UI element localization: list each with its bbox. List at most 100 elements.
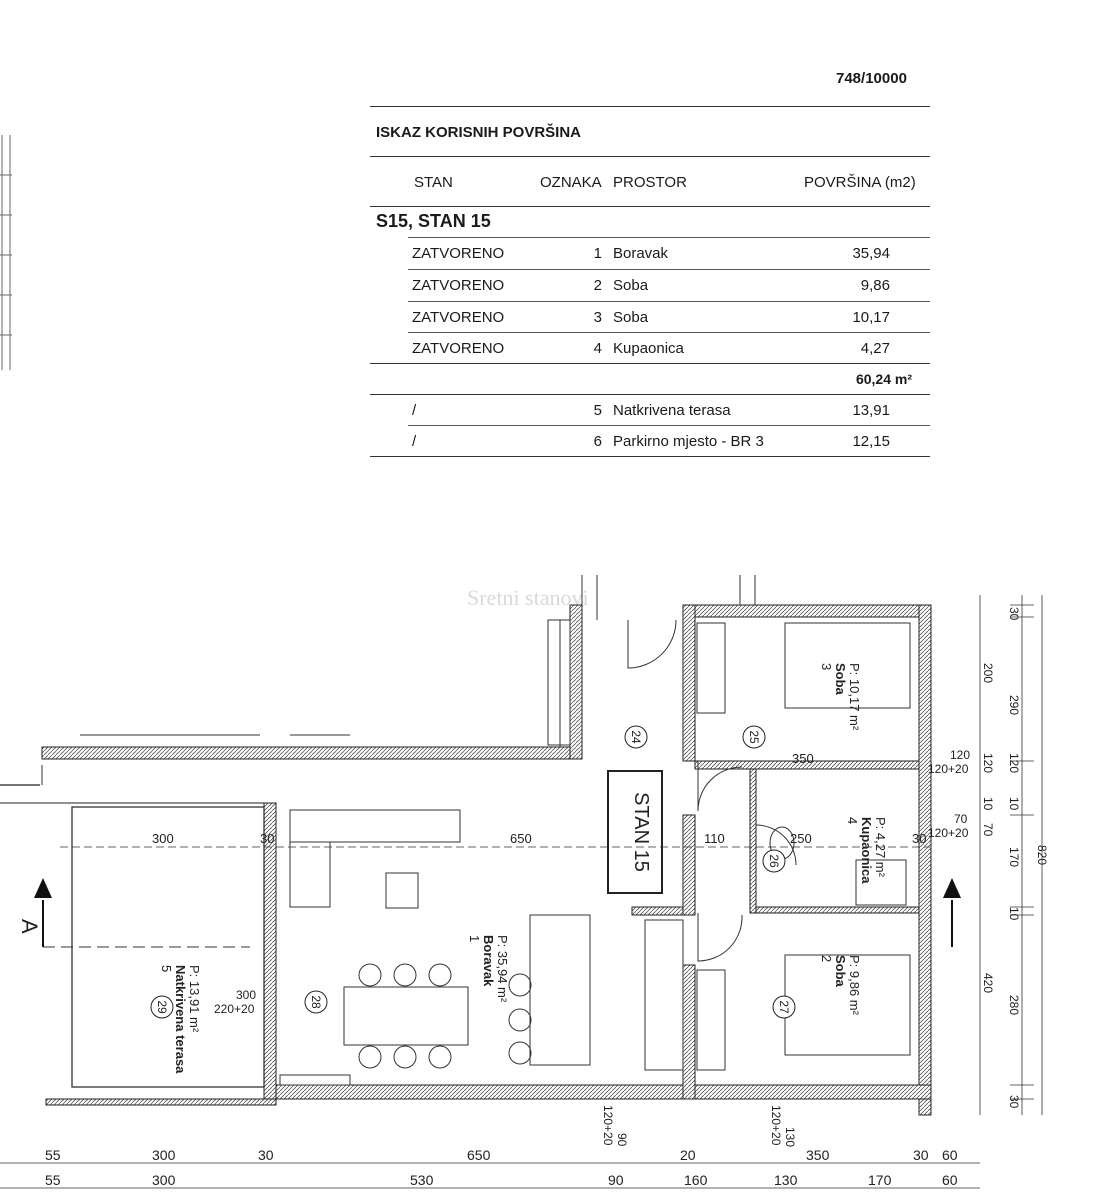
cell-prostor: Soba (613, 277, 649, 294)
right-dim: 120 (1007, 753, 1021, 773)
right-dim: 70 (981, 823, 995, 837)
side-scale-marks (0, 135, 14, 370)
hall-tag: 24 (629, 730, 643, 744)
room-tag: 26 (767, 854, 781, 868)
dim-bed: 350 (792, 751, 814, 766)
table-row: ZATVORENO 4 Kupaonica 4,27 (370, 333, 930, 364)
room-area: P: 35,94 m² (495, 935, 510, 1003)
room-tag: 25 (747, 730, 761, 744)
unit-label-box (607, 770, 663, 894)
cell-oznaka: 2 (593, 277, 602, 294)
table-row: ZATVORENO 1 Boravak 35,94 (370, 238, 930, 269)
right-dim: 30 (1007, 1095, 1021, 1109)
table-title: ISKAZ KORISNIH POVRŠINA (376, 124, 582, 141)
room-tag: 28 (309, 995, 323, 1009)
room-label-5: 5 Natkrivena terasa P: 13,91 m² (159, 965, 202, 1074)
dim-bath: 250 (790, 831, 812, 846)
room-number: 3 (819, 663, 834, 670)
cell-povrsina: 35,94 (852, 245, 890, 262)
dim-window: 300 (236, 988, 256, 1002)
cell-oznaka: 6 (593, 433, 602, 450)
dim-window-bottom: 130 (783, 1127, 797, 1147)
cell-povrsina: 10,17 (852, 309, 890, 326)
bottom-dim: 60 (942, 1172, 958, 1188)
right-dim: 30 (1007, 607, 1021, 621)
total-area: 60,24 m² (855, 371, 912, 387)
dim-wall: 30 (912, 831, 926, 846)
cell-oznaka: 3 (593, 309, 602, 326)
table-rule (370, 394, 930, 395)
bottom-dim: 170 (868, 1172, 892, 1188)
bottom-dim: 55 (45, 1147, 61, 1163)
right-dim: 10 (981, 797, 995, 811)
table-rule (408, 269, 930, 270)
cell-stan: / (412, 433, 417, 450)
document-code: 748/10000 (836, 70, 907, 87)
bottom-dim: 650 (467, 1147, 491, 1163)
right-dim-total: 820 (1035, 845, 1049, 865)
room-label-4: 4 Kupaonica P: 4,27 m² (845, 817, 888, 884)
room-name: Natkrivena terasa (173, 965, 188, 1074)
table-rule (408, 237, 930, 238)
bottom-dim: 300 (152, 1147, 176, 1163)
right-dim: 280 (1007, 995, 1021, 1015)
cell-prostor: Boravak (613, 245, 669, 262)
section-marker-left (34, 878, 250, 948)
cell-prostor: Kupaonica (613, 340, 684, 357)
dim-window-bottom: 120+20 (601, 1105, 615, 1146)
unit-label: STAN 15 (630, 792, 652, 872)
table-row: / 6 Parkirno mjesto - BR 3 12,15 (370, 426, 930, 457)
right-dim: 120 (981, 753, 995, 773)
header-stan: STAN (414, 174, 453, 191)
table-rule (370, 106, 930, 107)
cell-stan: / (412, 402, 417, 419)
dim-window-bottom: 90 (615, 1133, 629, 1147)
dim-door: 120+20 (928, 826, 969, 840)
floor-plan: Sretni stanovi (0, 575, 1106, 1200)
watermark: Sretni stanovi (467, 585, 589, 610)
section-label: A (17, 919, 42, 934)
header-povrsina: POVRŠINA (m2) (804, 174, 916, 191)
room-tag: 27 (777, 1000, 791, 1014)
room-label-2: 2 Soba P: 9,86 m² (819, 955, 862, 1016)
bottom-dim: 300 (152, 1172, 176, 1188)
cell-povrsina: 13,91 (852, 402, 890, 419)
table-rule (408, 332, 930, 333)
dim-window: 220+20 (214, 1002, 255, 1016)
dim-wall: 30 (260, 831, 274, 846)
cell-oznaka: 4 (593, 340, 602, 357)
dim-door: 70 (954, 812, 968, 826)
bottom-dim: 30 (913, 1147, 929, 1163)
bottom-dim: 30 (258, 1147, 274, 1163)
cell-stan: ZATVORENO (412, 340, 505, 357)
cell-oznaka: 1 (593, 245, 602, 262)
room-area: P: 10,17 m² (847, 663, 862, 731)
room-name: Kupaonica (859, 817, 874, 884)
room-name: Soba (833, 663, 848, 696)
table-rule (408, 425, 930, 426)
right-dim: 10 (1007, 797, 1021, 811)
dim-door: 120+20 (928, 762, 969, 776)
table-rule (370, 156, 930, 157)
right-dim: 200 (981, 663, 995, 683)
room-area: P: 13,91 m² (187, 965, 202, 1033)
table-rule (370, 363, 930, 364)
room-number: 2 (819, 955, 834, 962)
cell-stan: ZATVORENO (412, 309, 505, 326)
right-dim: 10 (1007, 907, 1021, 921)
unit-title: S15, STAN 15 (376, 211, 491, 231)
room-label-1: 1 Boravak P: 35,94 m² (467, 935, 510, 1003)
table-rule (370, 206, 930, 207)
header-oznaka: OZNAKA (540, 174, 602, 191)
room-label-3: 3 Soba P: 10,17 m² (819, 663, 862, 731)
cell-oznaka: 5 (593, 402, 602, 419)
right-dim: 170 (1007, 847, 1021, 867)
bottom-dim: 130 (774, 1172, 798, 1188)
room-number: 5 (159, 965, 174, 972)
bottom-dim: 160 (684, 1172, 708, 1188)
bottom-dim: 60 (942, 1147, 958, 1163)
cell-povrsina: 9,86 (860, 277, 890, 294)
dim-terrace: 300 (152, 831, 174, 846)
dim-window-bottom: 120+20 (769, 1105, 783, 1146)
dim-hall: 110 (704, 831, 725, 846)
